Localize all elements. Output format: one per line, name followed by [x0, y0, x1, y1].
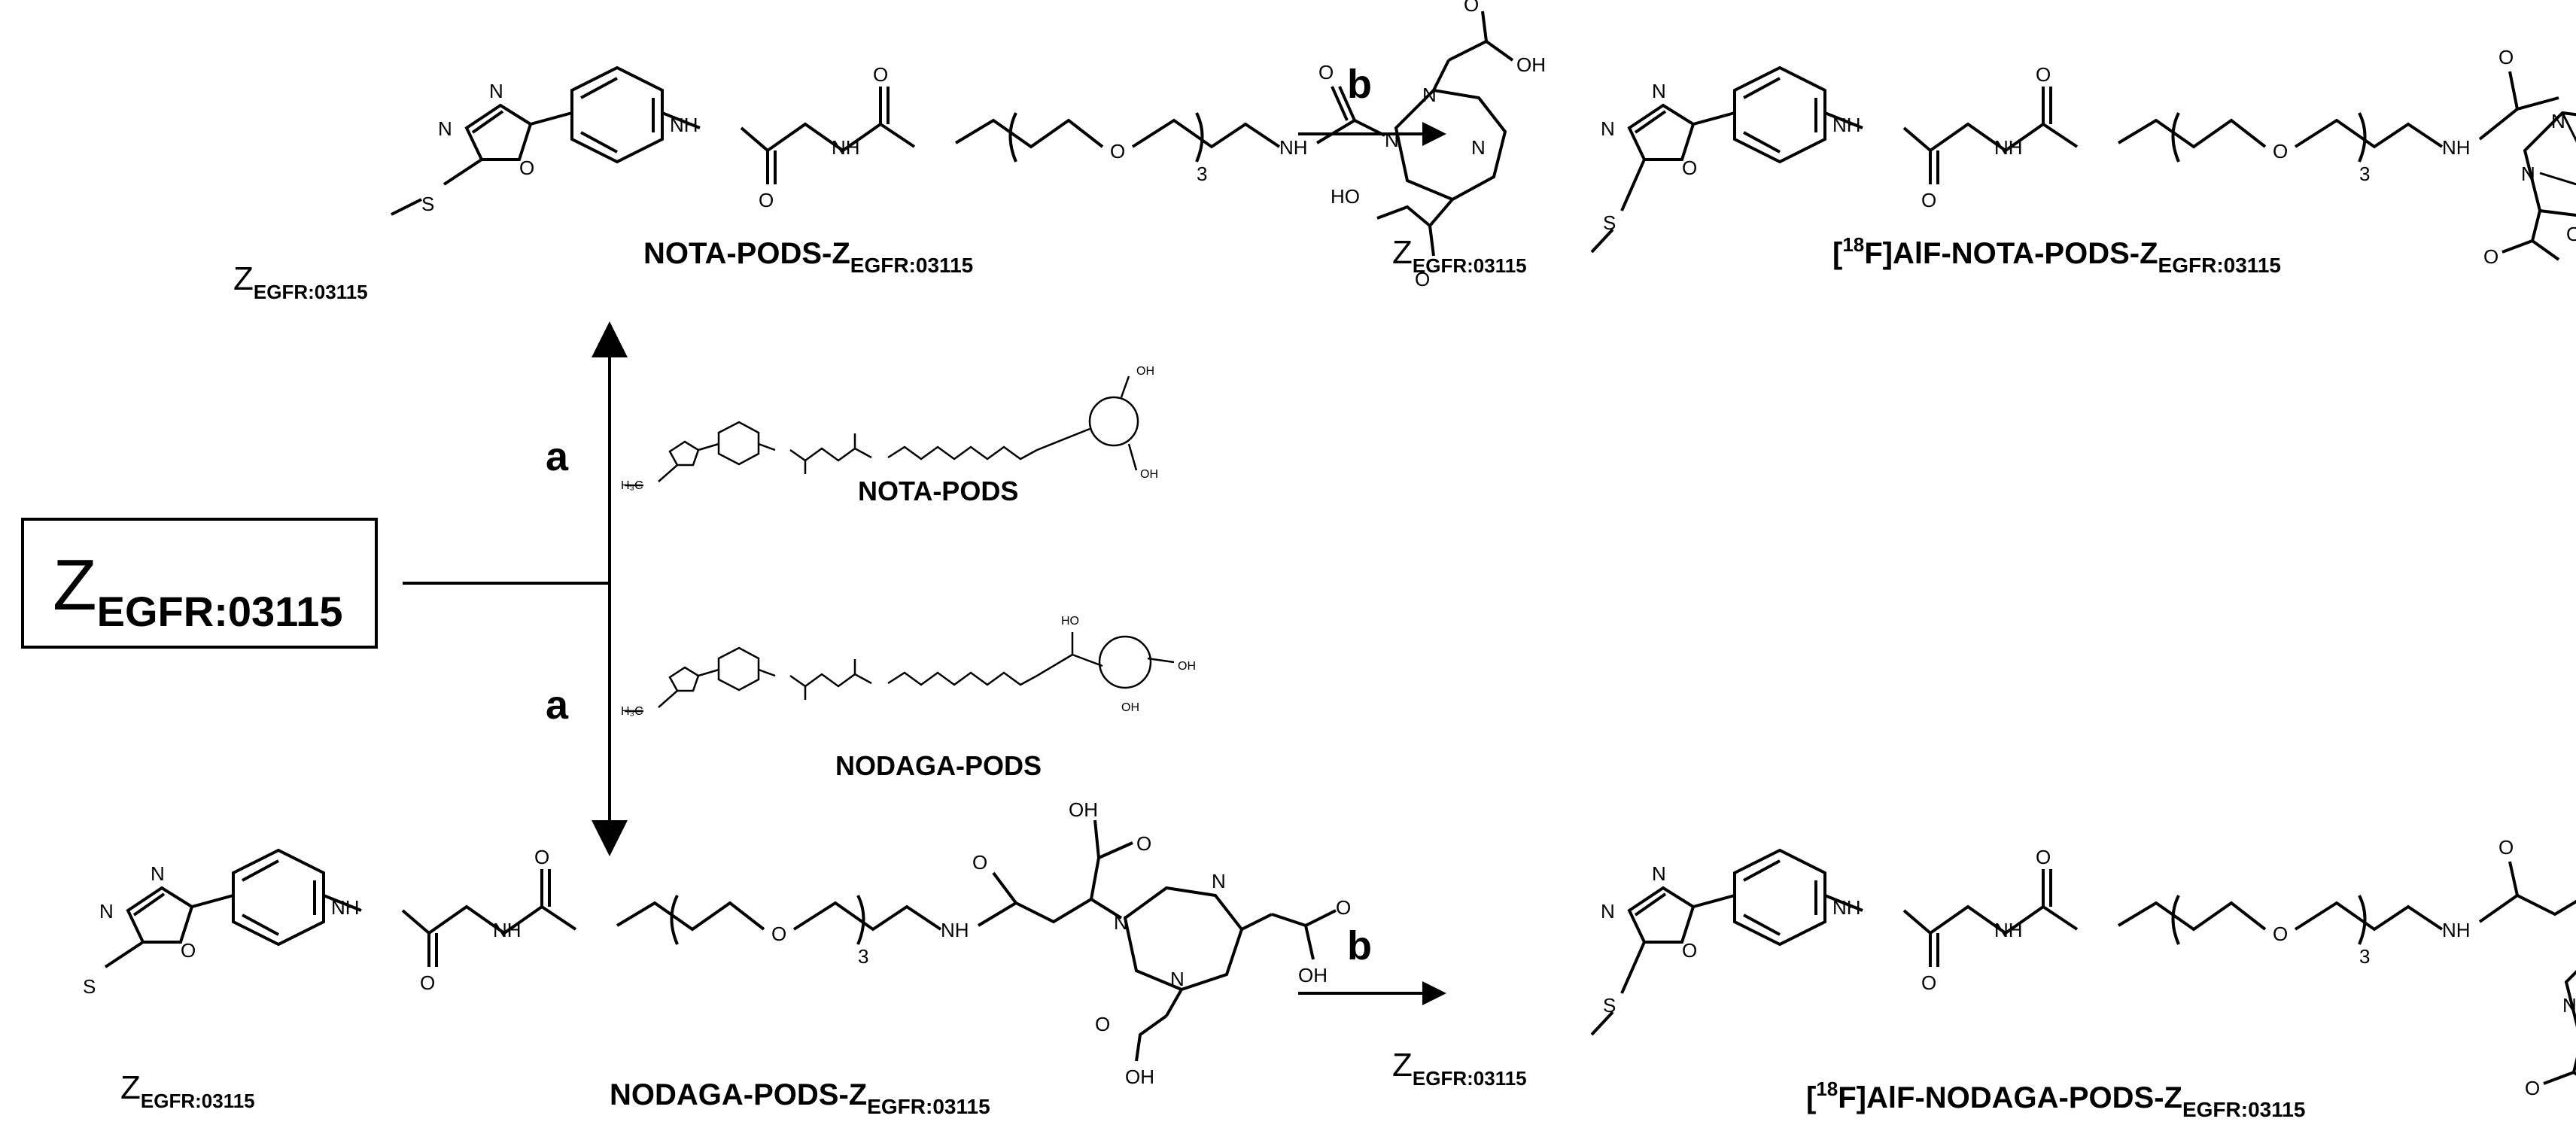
svg-text:S: S	[421, 193, 434, 215]
svg-text:O: O	[1318, 61, 1334, 84]
svg-text:N: N	[1471, 136, 1486, 159]
svg-text:O: O	[2498, 836, 2514, 859]
svg-text:O: O	[420, 971, 435, 994]
step-a-label-bottom: a	[546, 682, 569, 728]
svg-text:HO: HO	[1331, 185, 1360, 208]
nodaga-conjugate-structure: S O N N NH O O NH O 3 NH O OH O O OH O O…	[83, 798, 1351, 1088]
svg-text:N: N	[1422, 84, 1437, 106]
svg-text:N: N	[438, 117, 452, 140]
svg-text:N: N	[99, 900, 114, 923]
nota-conjugate-structure: S O N N NH O O NH O 3 NH O O OH O HO N N…	[391, 0, 1546, 290]
svg-text:O: O	[2498, 46, 2514, 68]
svg-text:NH: NH	[1832, 896, 1861, 919]
svg-text:NH: NH	[493, 919, 522, 941]
alf-nodaga-structure: S O N N NH O O NH O 3 NH O HO O O O O O …	[1590, 836, 2576, 1099]
svg-text:OH: OH	[1516, 53, 1546, 76]
svg-text:HO: HO	[1061, 615, 1079, 628]
svg-text:O: O	[771, 923, 786, 945]
nodaga-conj-z-tag: ZEGFR:03115	[120, 1069, 255, 1112]
svg-text:O: O	[1682, 939, 1697, 962]
svg-text:O: O	[519, 157, 534, 179]
svg-text:O: O	[2483, 245, 2498, 268]
svg-text:N: N	[1114, 911, 1128, 934]
svg-text:O: O	[1921, 189, 1936, 211]
svg-text:OH: OH	[1125, 1066, 1154, 1088]
svg-text:NH: NH	[1994, 919, 2023, 941]
svg-text:S: S	[83, 975, 96, 998]
svg-text:NH: NH	[2442, 136, 2471, 159]
svg-text:O: O	[1136, 832, 1151, 855]
svg-text:N: N	[1601, 117, 1615, 140]
svg-text:N: N	[1170, 968, 1185, 990]
svg-text:NH: NH	[331, 896, 360, 919]
svg-text:NH: NH	[832, 136, 860, 159]
step-b-label-bottom: b	[1347, 923, 1372, 968]
nodaga-conjugate-label: NODAGA-PODS-ZEGFR:03115	[610, 1078, 990, 1118]
svg-text:OH: OH	[1136, 365, 1154, 378]
nodaga-pods-structure: HO OH OH H₃C	[621, 615, 1196, 718]
svg-text:H₃C: H₃C	[621, 479, 643, 492]
svg-text:NH: NH	[1994, 136, 2023, 159]
svg-text:O: O	[2273, 140, 2288, 163]
svg-text:NH: NH	[1832, 114, 1861, 136]
svg-text:O: O	[2273, 923, 2288, 945]
svg-text:S: S	[1603, 994, 1616, 1017]
alf-nodaga-label: [18F]AlF-NODAGA-PODS-ZEGFR:03115	[1806, 1078, 2305, 1121]
nota-pods-label: NOTA-PODS	[858, 476, 1018, 506]
svg-text:N: N	[489, 80, 503, 102]
step-a-label-top: a	[546, 434, 569, 479]
svg-text:N: N	[1212, 870, 1226, 892]
svg-text:O: O	[873, 63, 888, 86]
svg-text:NH: NH	[2442, 919, 2471, 941]
svg-text:O: O	[1415, 268, 1430, 290]
svg-text:O: O	[1921, 971, 1936, 994]
svg-text:N: N	[1652, 80, 1666, 102]
alf-nota-structure: S O N N NH O O NH O 3 NH O O O O O Al 18…	[1590, 46, 2576, 268]
svg-text:OH: OH	[1178, 660, 1196, 673]
svg-text:OH: OH	[1121, 701, 1139, 714]
svg-text:N: N	[2562, 994, 2576, 1017]
svg-text:N: N	[151, 862, 165, 885]
svg-text:NH: NH	[670, 114, 698, 136]
svg-text:N: N	[1601, 900, 1615, 923]
svg-text:O: O	[2566, 223, 2576, 245]
alf-nodaga-z-tag: ZEGFR:03115	[1392, 1047, 1527, 1090]
svg-text:O: O	[2525, 1077, 2540, 1099]
svg-text:N: N	[2521, 163, 2535, 185]
svg-text:O: O	[181, 939, 196, 962]
start-label: ZEGFR:03115	[53, 545, 342, 635]
svg-text:NH: NH	[941, 919, 969, 941]
svg-text:3: 3	[858, 945, 868, 968]
svg-text:O: O	[2036, 63, 2051, 86]
nota-pods-structure: OH OH H₃C	[621, 365, 1158, 492]
nota-conj-z-tag: ZEGFR:03115	[233, 260, 368, 303]
svg-text:O: O	[972, 851, 987, 874]
svg-text:O: O	[534, 846, 549, 868]
svg-text:3: 3	[2359, 163, 2370, 185]
svg-text:O: O	[759, 189, 774, 211]
svg-text:N: N	[1385, 129, 1399, 151]
svg-text:O: O	[1464, 0, 1479, 16]
svg-text:O: O	[1682, 157, 1697, 179]
svg-text:O: O	[1110, 140, 1125, 163]
svg-text:O: O	[1336, 896, 1351, 919]
svg-text:OH: OH	[1069, 798, 1098, 821]
svg-text:N: N	[2551, 110, 2565, 132]
svg-text:O: O	[1095, 1013, 1110, 1035]
svg-text:OH: OH	[1298, 964, 1328, 986]
svg-text:O: O	[2036, 846, 2051, 868]
svg-text:OH: OH	[1140, 468, 1158, 481]
nota-conjugate-label: NOTA-PODS-ZEGFR:03115	[643, 237, 973, 277]
svg-text:H₃C: H₃C	[621, 705, 643, 718]
svg-text:3: 3	[2359, 945, 2370, 968]
svg-text:3: 3	[1197, 163, 1207, 185]
alf-nota-z-tag: ZEGFR:03115	[1392, 234, 1527, 277]
step-b-label-top: b	[1347, 62, 1372, 107]
start-box	[21, 518, 378, 649]
svg-text:NH: NH	[1279, 136, 1308, 159]
svg-text:S: S	[1603, 211, 1616, 234]
alf-nota-label: [18F]AlF-NOTA-PODS-ZEGFR:03115	[1832, 233, 2281, 277]
nodaga-pods-label: NODAGA-PODS	[835, 750, 1042, 781]
svg-text:N: N	[1652, 862, 1666, 885]
